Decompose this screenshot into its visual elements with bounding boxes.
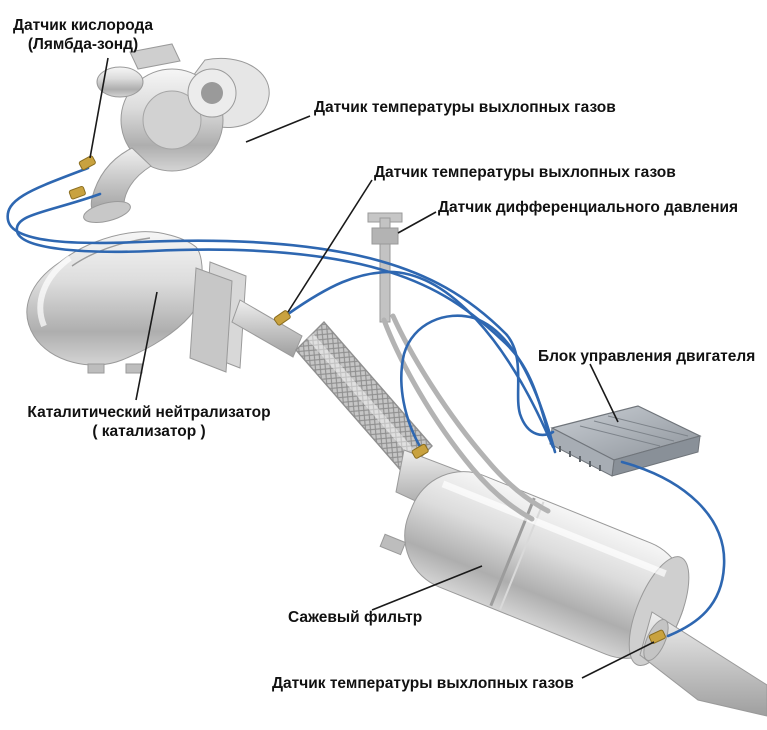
ecu-graphic [549, 405, 702, 477]
egt-sensor-top-graphic [68, 185, 86, 200]
catalytic-converter-graphic [26, 231, 203, 374]
flange-graphic [189, 261, 247, 373]
callout-catalytic-line1: Каталитический нейтрализатор [27, 404, 271, 421]
tail-pipe-graphic [639, 611, 767, 717]
leader-line [397, 211, 437, 234]
callout-oxygen-sensor-line1: Датчик кислорода [12, 17, 154, 34]
egt-sensor-mid-graphic [273, 310, 291, 326]
egt-sensor-dpf-inlet-graphic [411, 443, 429, 459]
turbocharger-graphic [83, 43, 270, 223]
leader-line [581, 641, 655, 679]
leader-line [371, 565, 483, 611]
callout-egt-sensor-top: Датчик температуры выхлопных газов [314, 99, 616, 116]
callout-oxygen-sensor: Датчик кислорода (Лямбда-зонд) [0, 16, 166, 54]
callout-catalytic-line2: ( катализатор ) [92, 423, 206, 440]
flex-pipe-graphic [295, 320, 433, 476]
callout-egt-sensor-mid: Датчик температуры выхлопных газов [374, 164, 676, 181]
callout-soot-filter: Сажевый фильтр [288, 609, 423, 626]
callout-catalytic-converter: Каталитический нейтрализатор ( катализат… [20, 403, 278, 441]
leader-line [287, 179, 373, 313]
leader-line [589, 363, 619, 423]
callout-oxygen-sensor-line2: (Лямбда-зонд) [27, 36, 139, 53]
particulate-filter-graphic [379, 449, 690, 666]
leader-line [245, 115, 311, 143]
pressure-hoses [381, 313, 551, 522]
leader-line [89, 57, 109, 159]
callout-ecu: Блок управления двигателя [538, 348, 756, 365]
oxygen-sensor-graphic [78, 155, 96, 171]
leader-line [135, 291, 158, 401]
callout-diff-pressure-sensor: Датчик дифференциального давления [438, 199, 739, 216]
callout-egt-sensor-bottom: Датчик температуры выхлопных газов [272, 675, 574, 692]
leader-lines [89, 57, 655, 679]
intermediate-pipe-graphic [231, 299, 303, 358]
egt-sensor-bottom-graphic [648, 629, 666, 644]
